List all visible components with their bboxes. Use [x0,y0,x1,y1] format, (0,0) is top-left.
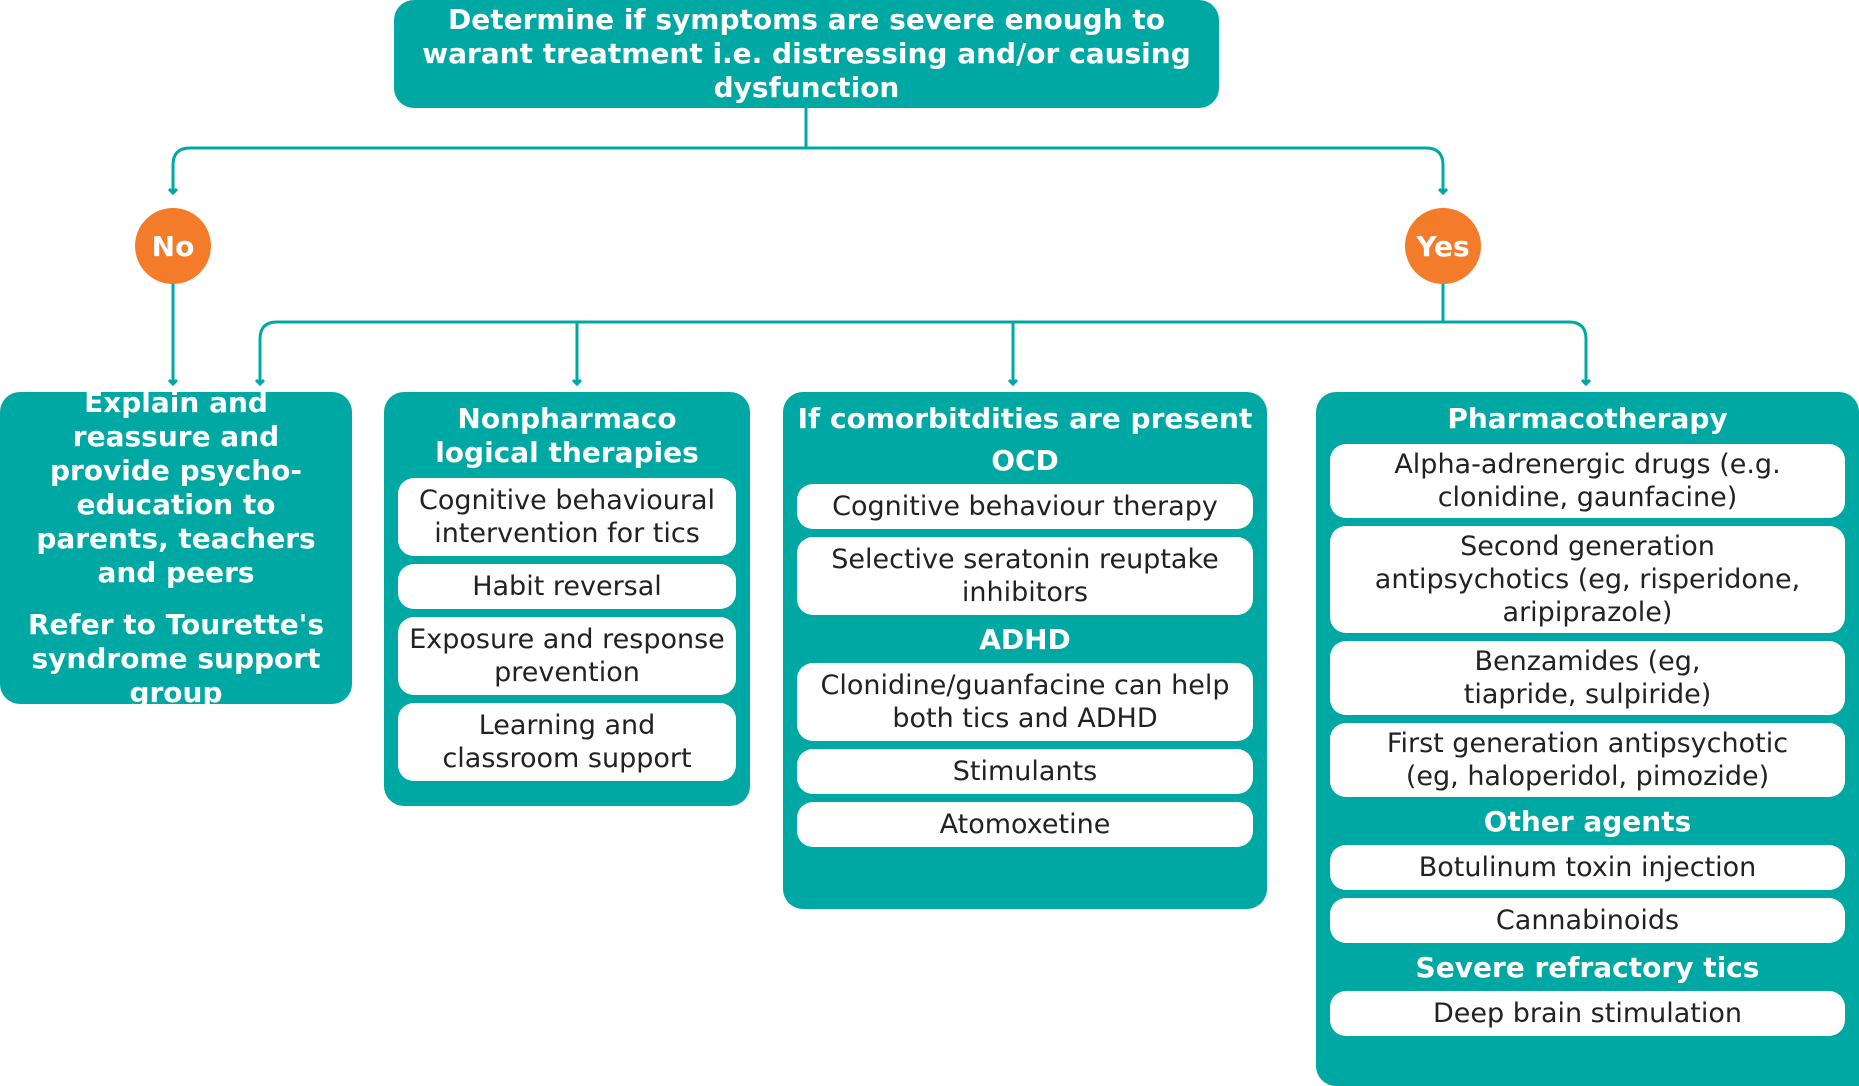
severe-tics-heading: Severe refractory tics [1415,951,1760,984]
explain-box: Explain and reassure and provide psycho-… [0,386,352,709]
severe-tics-item: Deep brain stimulation [1330,991,1845,1036]
ocd-item: Cognitive behaviour therapy [797,484,1253,529]
no-decision-circle: No [135,208,211,284]
pharma-item: Alpha-adrenergic drugs (e.g. clonidine, … [1330,444,1845,518]
adhd-item: Clonidine/guanfacine can help both tics … [797,663,1253,741]
yes-label: Yes [1416,229,1470,263]
nonpharm-item: Learning and classroom support [398,703,736,781]
connector-to-yes [804,146,1443,193]
other-agents-heading: Other agents [1483,805,1692,838]
connector-yes-to-pharma [1441,320,1586,384]
yes-decision-circle: Yes [1405,208,1481,284]
nonpharm-title: Nonpharmaco logical therapies [435,402,699,469]
adhd-item: Atomoxetine [797,802,1253,847]
connector-yes-to-explain [260,320,1445,384]
pharmacotherapy-title: Pharmacotherapy [1447,402,1728,435]
nonpharm-item: Exposure and response prevention [398,617,736,695]
refer-text: Refer to Tourette's syndrome support gro… [28,608,324,709]
no-label: No [151,229,195,263]
adhd-item: Stimulants [797,749,1253,794]
severity-question-box: Determine if symptoms are severe enough … [394,0,1219,108]
other-agent-item: Cannabinoids [1330,898,1845,943]
pharmacotherapy-box: Pharmacotherapy Alpha-adrenergic drugs (… [1316,392,1859,1086]
nonpharm-item: Cognitive behavioural intervention for t… [398,478,736,556]
ocd-item: Selective seratonin reuptake inhibitors [797,537,1253,615]
nonpharm-item: Habit reversal [398,564,736,609]
pharma-item: Second generation antipsychotics (eg, ri… [1330,526,1845,633]
severity-question-text: Determine if symptoms are severe enough … [422,3,1191,104]
other-agent-item: Botulinum toxin injection [1330,845,1845,890]
connector-to-no [173,146,808,193]
adhd-heading: ADHD [979,623,1071,656]
comorbidities-title: If comorbitdities are present [797,402,1253,435]
pharma-item: Benzamides (eg, tiapride, sulpiride) [1330,641,1845,715]
ocd-heading: OCD [991,444,1059,477]
comorbidities-box: If comorbitdities are present OCD Cognit… [783,392,1267,909]
explain-text: Explain and reassure and provide psycho-… [36,386,316,589]
nonpharm-box: Nonpharmaco logical therapies Cognitive … [384,392,750,806]
pharma-item: First generation antipsychotic (eg, halo… [1330,723,1845,797]
